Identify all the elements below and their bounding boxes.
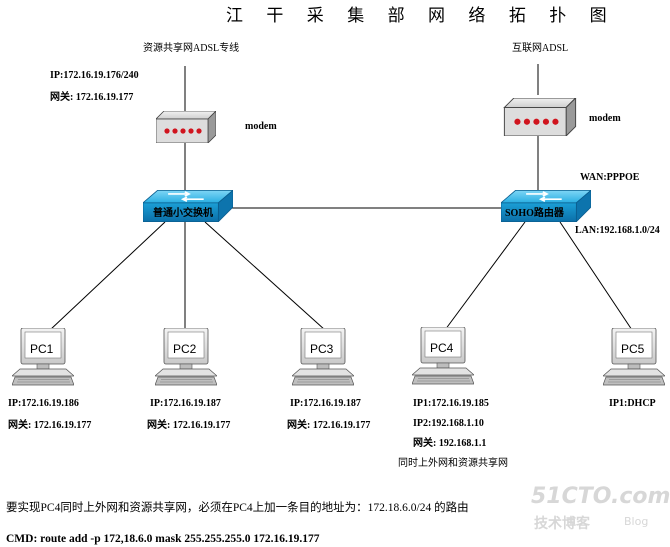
switch-label: 普通小交换机	[153, 208, 213, 219]
requirement-note: 要实现PC4同时上外网和资源共享网，必须在PC4上加一条目的地址为：172.18…	[6, 502, 469, 514]
pc1-name: PC1	[30, 342, 54, 356]
watermark-blog-cn: 技术博客	[534, 516, 590, 532]
cmd-note: CMD: route add -p 172,18.6.0 mask 255.25…	[6, 533, 320, 545]
pc4-name: PC4	[430, 341, 454, 355]
pc2-name: PC2	[173, 342, 197, 356]
diagram-title: 江 干 采 集 部 网 络 拓 扑 图	[226, 6, 616, 26]
pc-icon	[155, 328, 217, 386]
pc5-ip1: IP1:DHCP	[609, 398, 656, 409]
pc-icon	[292, 328, 354, 386]
left-gateway-label: 网关: 172.16.19.177	[50, 92, 134, 103]
line-pc5	[559, 221, 633, 331]
left-line-label: 资源共享网ADSL专线	[143, 43, 240, 54]
pc2-gateway: 网关: 172.16.19.177	[147, 420, 231, 431]
pc3-ip: IP:172.16.19.187	[290, 398, 361, 409]
modem-icon	[503, 98, 577, 136]
left-ip-label: IP:172.16.19.176/240	[50, 70, 139, 81]
pc5-name: PC5	[621, 342, 645, 356]
lan-label: LAN:192.168.1.0/24	[575, 225, 660, 236]
line-pc4	[444, 221, 526, 331]
pc4-ip1: IP1:172.16.19.185	[413, 398, 489, 409]
pc3-gateway: 网关: 172.16.19.177	[287, 420, 371, 431]
pc1-gateway: 网关: 172.16.19.177	[8, 420, 92, 431]
pc4-note: 同时上外网和资源共享网	[398, 458, 508, 469]
pc4-gateway: 网关: 192.168.1.1	[413, 438, 487, 449]
right-line-label: 互联网ADSL	[512, 43, 569, 54]
pc-icon	[412, 327, 474, 385]
line-pc3	[204, 221, 326, 331]
right-modem-label: modem	[589, 113, 621, 124]
pc-icon	[12, 328, 74, 386]
pc3-name: PC3	[310, 342, 334, 356]
pc4-ip2: IP2:192.168.1.10	[413, 418, 484, 429]
modem-icon	[156, 111, 216, 143]
connection-lines	[49, 64, 633, 331]
wan-label: WAN:PPPOE	[580, 172, 640, 183]
watermark-blog: Blog	[624, 515, 649, 528]
router-label: SOHO路由器	[505, 208, 564, 219]
pc1-ip: IP:172.16.19.186	[8, 398, 79, 409]
left-modem-label: modem	[245, 121, 277, 132]
pc2-ip: IP:172.16.19.187	[150, 398, 221, 409]
pc-icon	[603, 328, 665, 386]
watermark-site: 51CTO.com	[531, 484, 670, 509]
line-pc1	[49, 221, 166, 331]
